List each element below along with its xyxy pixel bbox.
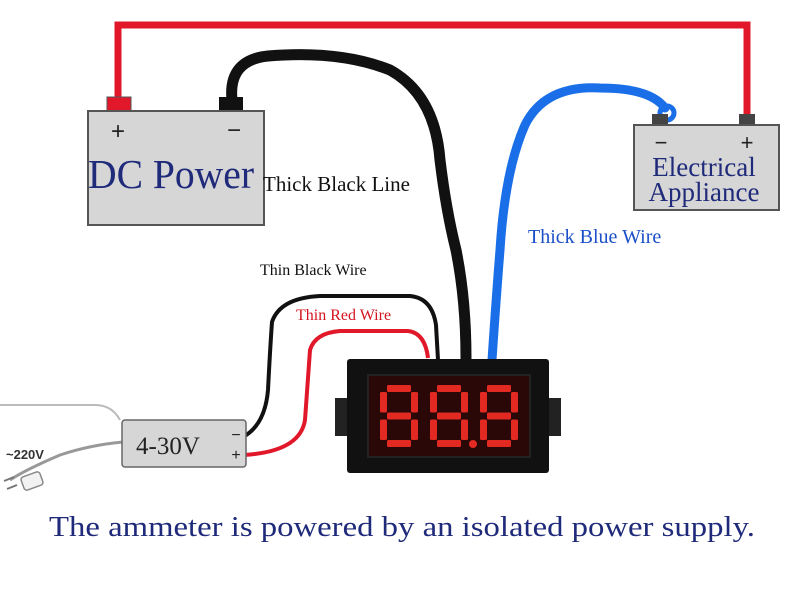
digit-2-segment-e (430, 419, 437, 440)
thin-black-wire-label: Thin Black Wire (260, 262, 367, 279)
thin-black-wire (241, 294, 440, 439)
digit-2-segment-a (437, 385, 461, 392)
digit-1-segment-a (387, 385, 411, 392)
appliance-minus-sign: − (655, 130, 668, 155)
digit-2-segment-d (437, 440, 461, 447)
dc-plus-sign: + (111, 118, 125, 145)
appliance-label-line1: Electrical (652, 152, 755, 182)
adapter-voltage-label: 4-30V (136, 433, 200, 460)
digit-3-segment-d (487, 440, 511, 447)
electrical-appliance: − + Electrical Appliance (633, 114, 780, 211)
decimal-point (469, 440, 477, 448)
mains-voltage-label: ~220V (6, 447, 44, 462)
digit-3-segment-e (480, 419, 487, 440)
digit-3-segment-g (487, 412, 511, 420)
digit-2-segment-b (461, 392, 468, 413)
thick-blue-wire-label: Thick Blue Wire (528, 226, 661, 248)
thick-black-line-label: Thick Black Line (263, 172, 410, 196)
thick-blue-wire (487, 83, 670, 365)
digit-1-segment-f (380, 392, 387, 413)
digit-3-segment-c (511, 419, 518, 440)
digit-3-segment-f (480, 392, 487, 413)
dc-power-label: DC Power (88, 151, 254, 197)
thin-red-wire-label: Thin Red Wire (296, 307, 391, 324)
adapter-plus-sign: + (231, 447, 240, 464)
digit-2-segment-c (461, 419, 468, 440)
appliance-plus-sign: + (741, 130, 754, 155)
digit-1-segment-c (411, 419, 418, 440)
digit-2-segment-g (437, 412, 461, 420)
seven-segment-digits (380, 385, 518, 448)
digit-1-segment-e (380, 419, 387, 440)
digit-1-segment-g (387, 412, 411, 420)
red-power-wire (114, 21, 751, 118)
isolated-power-adapter: 4-30V − + ~220V (0, 404, 247, 491)
ammeter-display (335, 359, 561, 473)
appliance-label-line2: Appliance (649, 177, 760, 207)
digit-3-segment-b (511, 392, 518, 413)
dc-power-battery: + − DC Power (87, 96, 265, 226)
caption: The ammeter is powered by an isolated po… (49, 512, 755, 543)
digit-2-segment-f (430, 392, 437, 413)
digit-3-segment-a (487, 385, 511, 392)
thick-black-wire (226, 49, 472, 364)
digit-1-segment-d (387, 440, 411, 447)
digit-1-segment-b (411, 392, 418, 413)
thin-red-wire (242, 329, 430, 457)
dc-minus-sign: − (227, 117, 241, 144)
adapter-minus-sign: − (231, 427, 240, 444)
